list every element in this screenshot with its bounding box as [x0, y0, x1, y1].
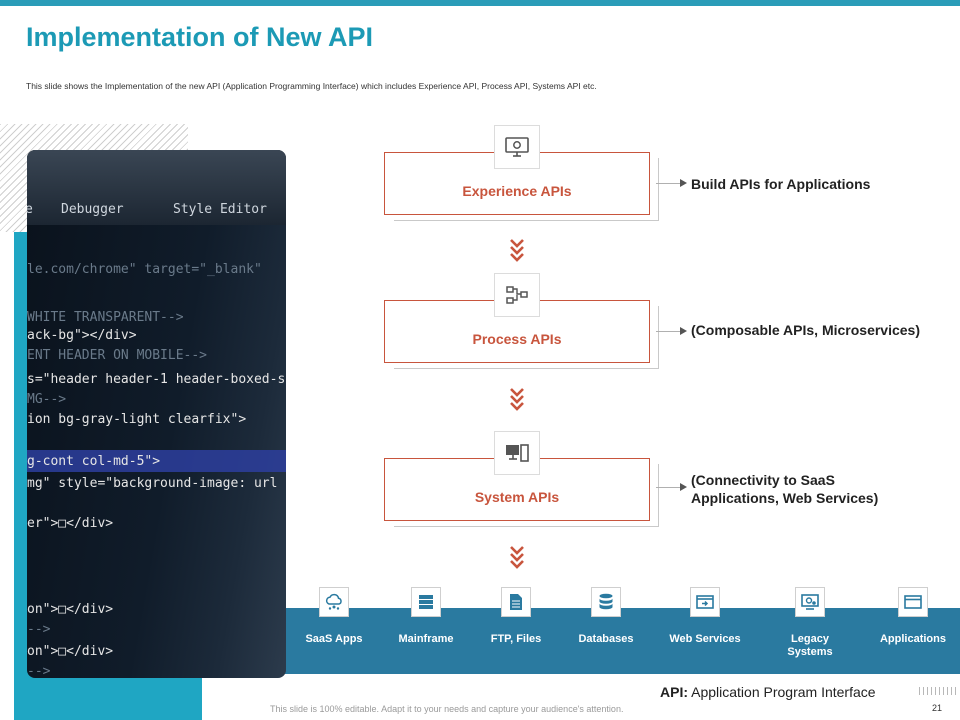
category-mainframe[interactable]: Mainframe [376, 587, 476, 646]
monitor-gear-icon [494, 125, 540, 169]
code-line: on">□</div> [27, 644, 114, 659]
code-highlight-row [27, 450, 286, 472]
code-line: s="header header-1 header-boxed-s [27, 372, 286, 387]
category-applications[interactable]: Applications [863, 587, 960, 646]
connector-line [656, 183, 682, 184]
code-screen-photo: e Debugger Style Editor le.com/chrome" t… [27, 150, 286, 678]
category-saas-apps[interactable]: SaaS Apps [284, 587, 384, 646]
footer-note: This slide is 100% editable. Adapt it to… [270, 704, 624, 714]
code-line: WHITE TRANSPARENT--> [27, 310, 184, 325]
arrow-right-icon [680, 179, 687, 187]
category-label: SaaS Apps [305, 633, 363, 645]
legacy-system-icon [795, 587, 825, 617]
decorative-ticks [919, 687, 957, 695]
system-apis-description: (Connectivity to SaaS Applications, Web … [691, 471, 878, 507]
code-line: ack-bg"></div> [27, 328, 137, 343]
api-definition: API: Application Program Interface [660, 684, 876, 700]
computer-devices-icon [494, 431, 540, 475]
system-apis-description-line-1: (Connectivity to SaaS [691, 472, 835, 488]
chevron-down-icon [508, 238, 526, 264]
chevron-down-icon [508, 387, 526, 413]
code-line: mg" style="background-image: url [27, 476, 278, 491]
code-line: le.com/chrome" target="_blank" [27, 262, 262, 277]
photo-tab-style-editor: Style Editor [173, 202, 267, 217]
process-box-shadow [394, 306, 659, 369]
category-label: FTP, Files [490, 633, 542, 645]
category-label: Databases [578, 633, 634, 645]
slide-subtitle: This slide shows the Implementation of t… [26, 81, 597, 91]
category-label: Mainframe [398, 633, 454, 645]
experience-apis-description: Build APIs for Applications [691, 176, 871, 192]
code-line: ENT HEADER ON MOBILE--> [27, 348, 208, 363]
code-line: --> [27, 622, 51, 637]
top-accent-bar [0, 0, 960, 6]
definition-text: Application Program Interface [688, 684, 876, 700]
code-line: MG--> [27, 392, 67, 407]
code-line: g-cont col-md-5"> [27, 454, 161, 469]
devtools-toolbar [27, 150, 286, 225]
code-line: on">□</div> [27, 602, 114, 617]
slide-title: Implementation of New API [26, 22, 374, 52]
code-line: er">□</div> [27, 516, 114, 531]
connector-line [656, 487, 682, 488]
data-sources-band [190, 608, 960, 674]
web-service-icon [690, 587, 720, 617]
definition-term: API: [660, 684, 688, 700]
experience-apis-label: Experience APIs [462, 183, 572, 199]
arrow-right-icon [680, 483, 687, 491]
photo-tab-debugger: Debugger [61, 202, 124, 217]
connector-line [656, 331, 682, 332]
code-line: ion bg-gray-light clearfix"> [27, 412, 247, 427]
photo-tab-1: e [27, 202, 33, 217]
arrow-right-icon [680, 327, 687, 335]
chevron-down-icon [508, 545, 526, 571]
database-icon [591, 587, 621, 617]
category-label: Web Services [669, 633, 741, 645]
category-legacy-systems[interactable]: Legacy Systems [760, 587, 860, 659]
system-box-shadow [394, 464, 659, 527]
system-apis-description-line-2: Applications, Web Services) [691, 490, 879, 506]
category-label: Applications [879, 633, 946, 645]
process-flow-icon [494, 273, 540, 317]
category-web-services[interactable]: Web Services [655, 587, 755, 646]
process-apis-label: Process APIs [472, 331, 562, 347]
process-apis-description: (Composable APIs, Microservices) [691, 322, 921, 338]
cloud-icon [319, 587, 349, 617]
category-ftp-files[interactable]: FTP, Files [466, 587, 566, 646]
category-label: Legacy Systems [787, 633, 833, 658]
page-number: 21 [932, 703, 943, 713]
experience-box-shadow [394, 158, 659, 221]
application-window-icon [898, 587, 928, 617]
system-apis-label: System APIs [474, 489, 560, 505]
code-line: --> [27, 664, 51, 678]
server-rack-icon [411, 587, 441, 617]
category-databases[interactable]: Databases [556, 587, 656, 646]
file-icon [501, 587, 531, 617]
